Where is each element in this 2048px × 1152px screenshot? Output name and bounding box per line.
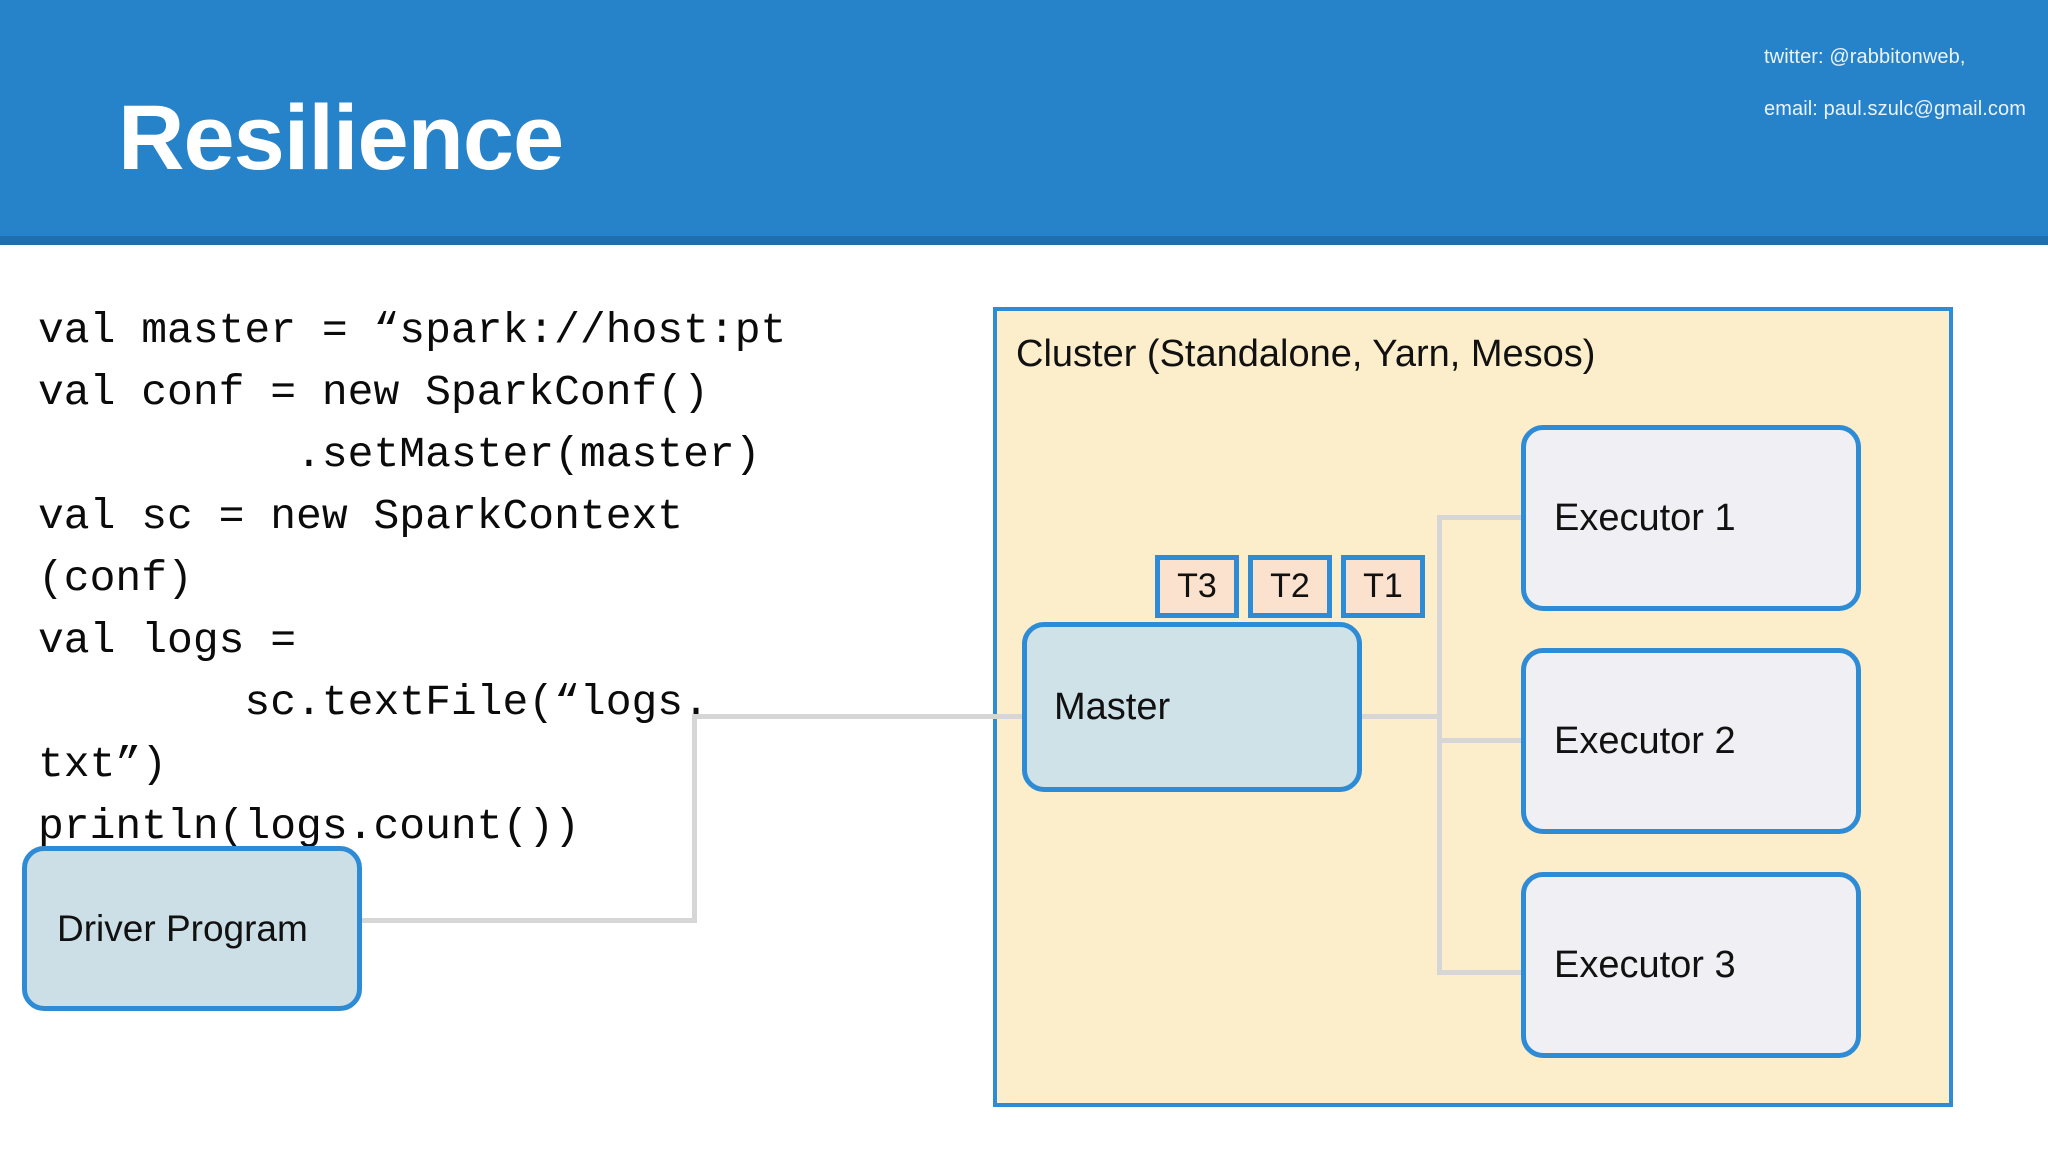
connector-master-output	[1362, 714, 1442, 719]
connector-to-executor-2	[1437, 738, 1527, 743]
code-block: val master = “spark://host:pt val conf =…	[38, 306, 787, 851]
executor-node-1[interactable]: Executor 1	[1521, 425, 1861, 611]
connector-to-executor-1	[1437, 515, 1527, 520]
executor-label-3: Executor 3	[1554, 943, 1736, 986]
executor-label-2: Executor 2	[1554, 719, 1736, 762]
master-label: Master	[1054, 685, 1171, 728]
master-node[interactable]: Master	[1022, 622, 1362, 792]
driver-program-label: Driver Program	[57, 907, 308, 949]
executor-node-2[interactable]: Executor 2	[1521, 648, 1861, 834]
task-label-t3: T3	[1177, 567, 1217, 605]
connector-driver-vertical	[692, 714, 697, 923]
page-title: Resilience	[118, 87, 564, 189]
twitter-handle: twitter: @rabbitonweb,	[1764, 46, 1966, 68]
executor-label-1: Executor 1	[1554, 496, 1736, 539]
connector-to-executor-3	[1437, 970, 1527, 975]
executor-node-3[interactable]: Executor 3	[1521, 872, 1861, 1058]
connector-driver-horizontal	[362, 918, 697, 923]
connector-executor-trunk	[1437, 515, 1442, 975]
connector-driver-to-master	[692, 714, 1026, 719]
contact-info: twitter: @rabbitonweb, email: paul.szulc…	[1764, 18, 2026, 148]
task-node-t3[interactable]: T3	[1155, 555, 1239, 618]
slide-header: twitter: @rabbitonweb, email: paul.szulc…	[0, 0, 2048, 245]
email-address: email: paul.szulc@gmail.com	[1764, 98, 2026, 120]
task-node-t2[interactable]: T2	[1248, 555, 1332, 618]
task-node-t1[interactable]: T1	[1341, 555, 1425, 618]
cluster-label: Cluster (Standalone, Yarn, Mesos)	[1016, 333, 1596, 375]
task-label-t1: T1	[1363, 567, 1403, 605]
task-label-t2: T2	[1270, 567, 1310, 605]
driver-program-node[interactable]: Driver Program	[22, 846, 362, 1011]
